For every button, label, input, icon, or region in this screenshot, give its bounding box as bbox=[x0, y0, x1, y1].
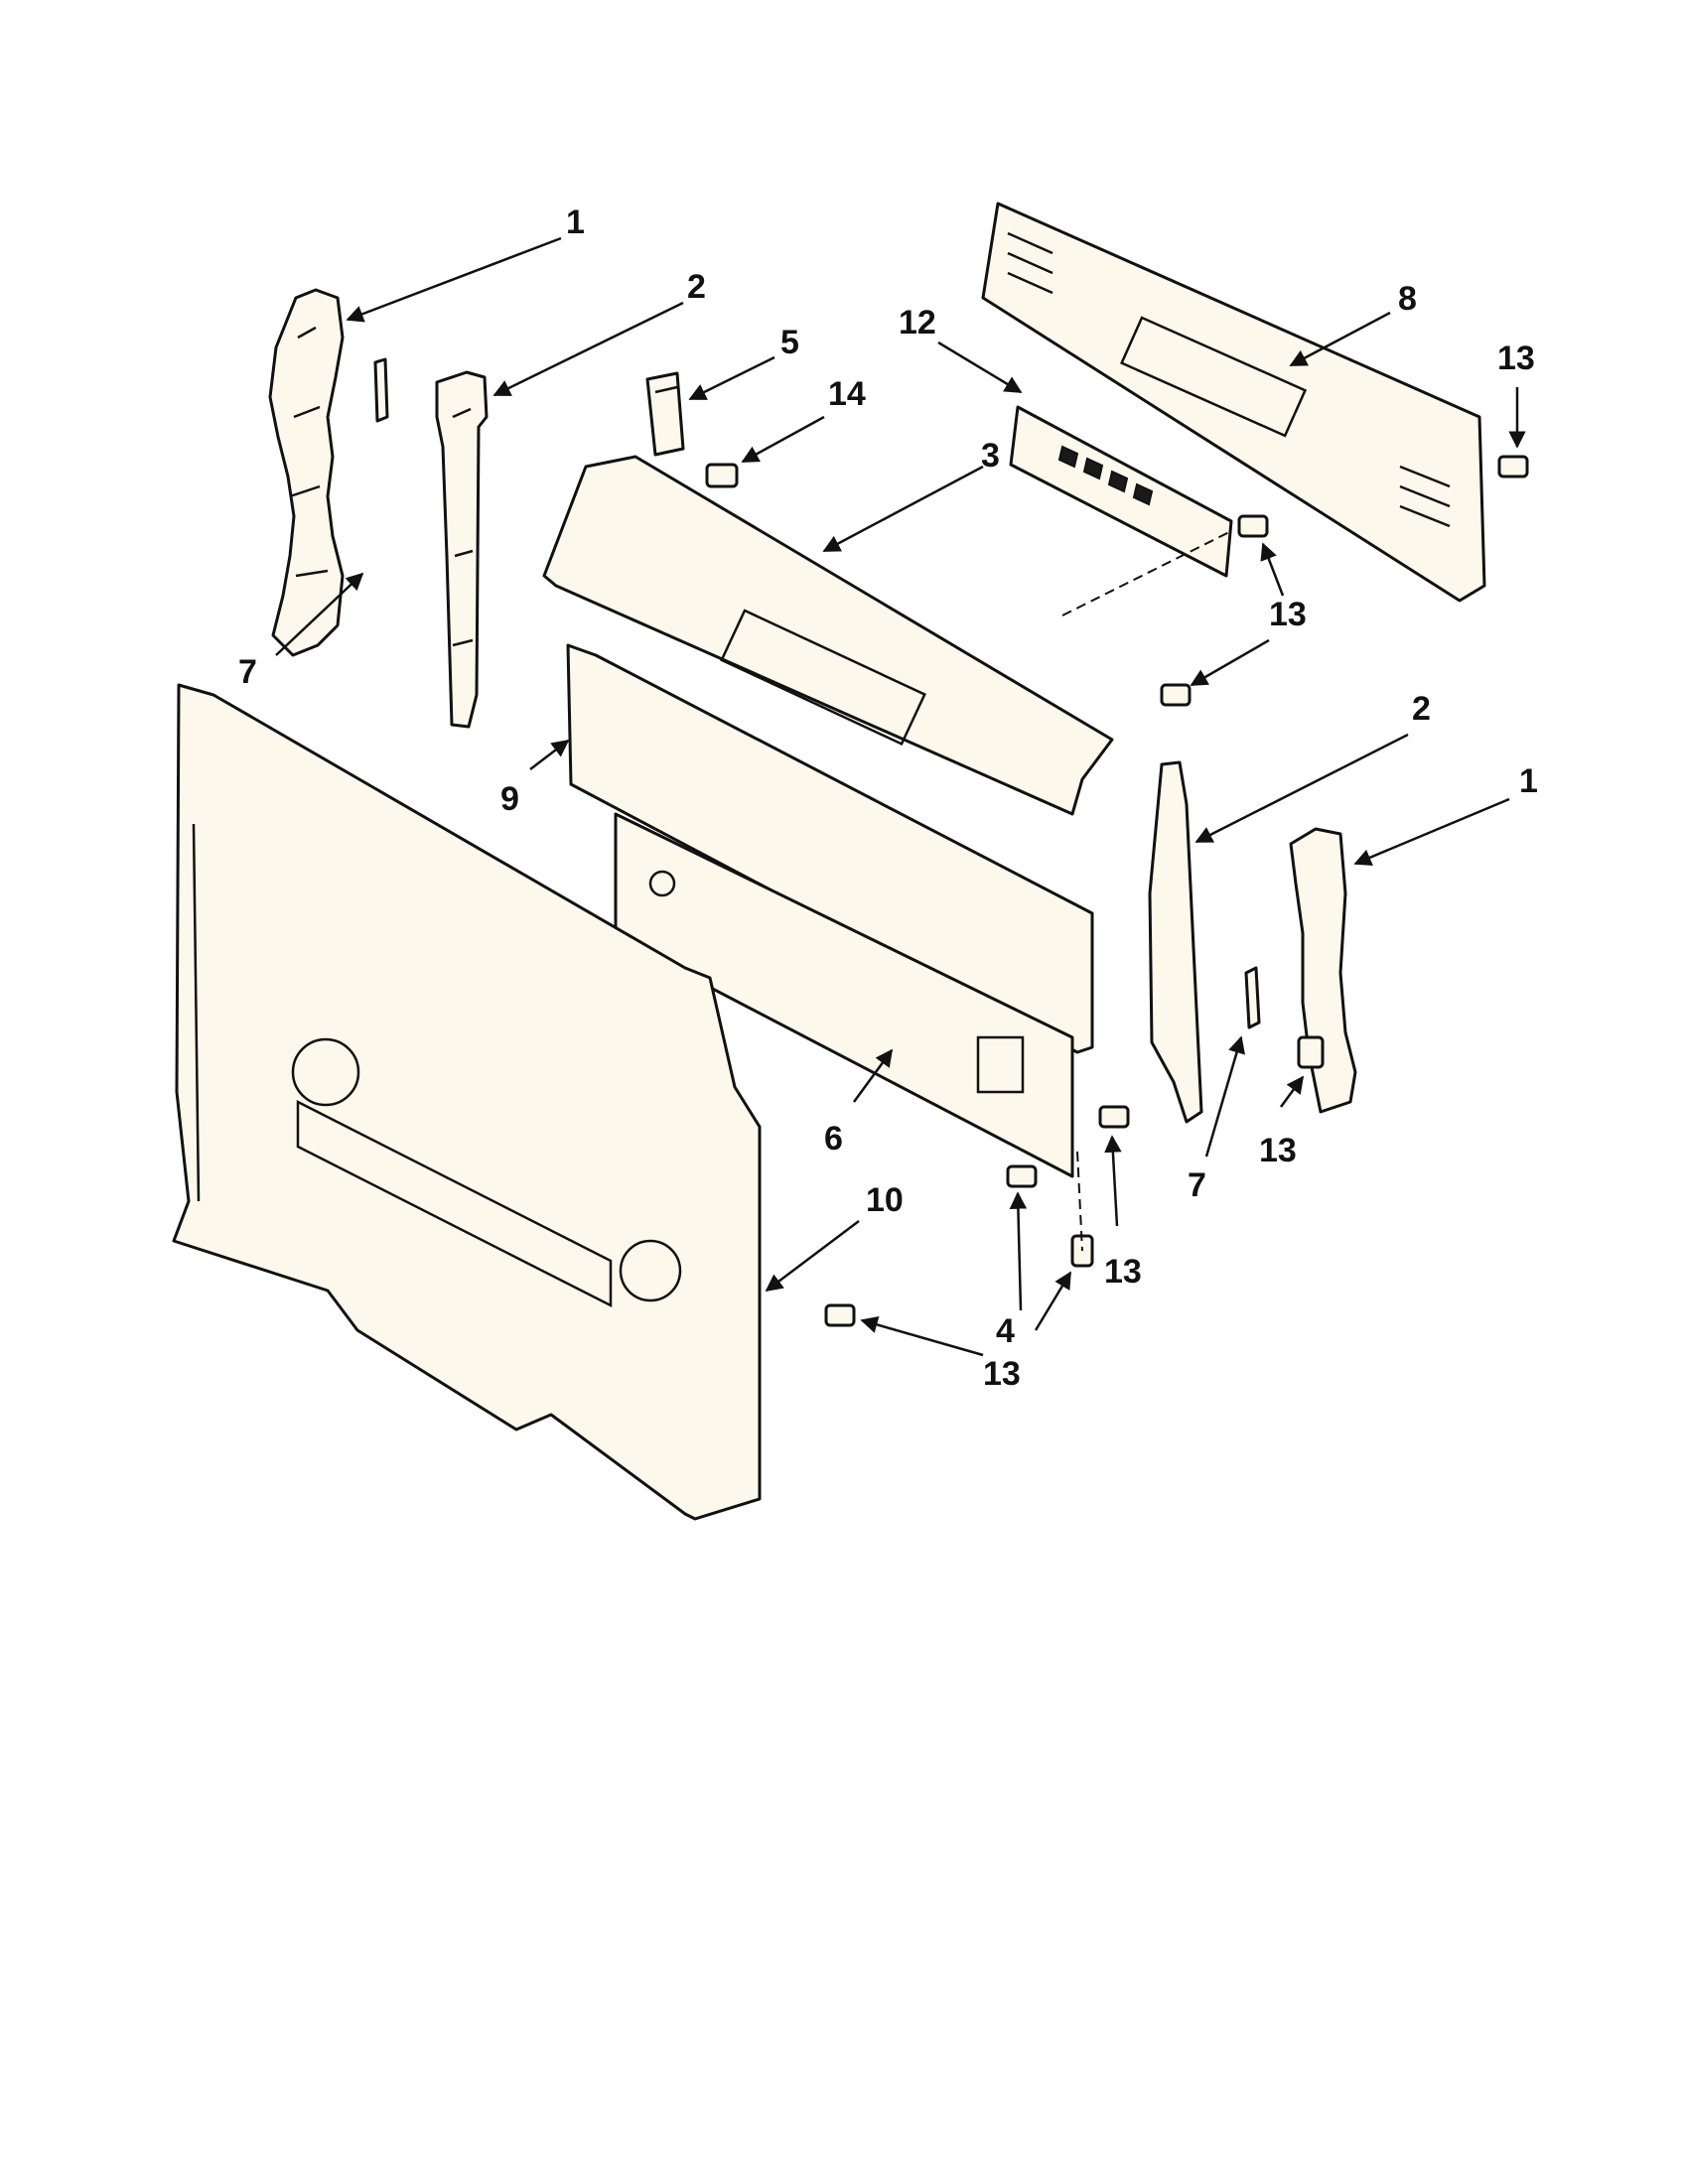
screw-13-bottom bbox=[824, 1303, 856, 1327]
callout-13-right: 13 bbox=[1259, 1132, 1297, 1169]
callout-5: 5 bbox=[780, 324, 799, 361]
callout-4: 4 bbox=[996, 1312, 1015, 1350]
part-6-rear-panel bbox=[614, 812, 1074, 1178]
part-7-right-clip bbox=[1244, 966, 1261, 1029]
leader-lines bbox=[275, 236, 1526, 1357]
callout-14: 14 bbox=[828, 375, 866, 413]
part-7-left-clip bbox=[373, 357, 389, 423]
part-3-control-housing bbox=[542, 455, 1114, 816]
screw-13-panel bbox=[1237, 514, 1269, 538]
callout-10: 10 bbox=[866, 1181, 904, 1219]
part-2-right-bracket bbox=[1148, 760, 1203, 1124]
screw-13-top-right bbox=[1497, 455, 1529, 478]
alignment-lines bbox=[1061, 530, 1232, 1252]
callout-8: 8 bbox=[1398, 280, 1417, 318]
screw-13-right bbox=[1297, 1035, 1325, 1069]
callout-13-panel: 13 bbox=[1269, 596, 1307, 633]
screw-13-mid bbox=[1160, 683, 1192, 707]
screw-4 bbox=[1006, 1164, 1038, 1188]
screw-13-low bbox=[1098, 1105, 1130, 1129]
callout-13-top-right: 13 bbox=[1497, 340, 1535, 377]
callout-13-low: 13 bbox=[1104, 1253, 1142, 1291]
callout-13-bottom: 13 bbox=[983, 1355, 1021, 1393]
callout-1-right: 1 bbox=[1519, 762, 1538, 800]
part-1-right-side-trim bbox=[1289, 827, 1357, 1114]
part-1-left-side-trim bbox=[268, 288, 345, 657]
part-14-screw bbox=[705, 463, 739, 488]
screws bbox=[824, 455, 1529, 1327]
callout-labels: 1 2 5 14 12 3 8 13 7 13 13 2 1 9 6 13 7 … bbox=[238, 204, 1538, 1393]
part-8-back-panel bbox=[981, 202, 1486, 603]
part-10-front-panel bbox=[172, 683, 762, 1521]
callout-7-left: 7 bbox=[238, 653, 257, 691]
part-12-control-panel bbox=[1009, 405, 1233, 578]
callout-1-left: 1 bbox=[566, 204, 585, 241]
callout-7-right: 7 bbox=[1188, 1166, 1206, 1204]
part-2-left-bracket bbox=[435, 370, 489, 729]
callout-3: 3 bbox=[981, 437, 1000, 475]
callout-2-left: 2 bbox=[687, 268, 706, 306]
callout-9: 9 bbox=[500, 780, 519, 818]
callout-6: 6 bbox=[824, 1120, 843, 1158]
part-9-bracket bbox=[566, 643, 1094, 1054]
callout-12: 12 bbox=[899, 304, 936, 341]
part-5-block bbox=[645, 371, 685, 457]
callout-2-right: 2 bbox=[1412, 690, 1431, 728]
